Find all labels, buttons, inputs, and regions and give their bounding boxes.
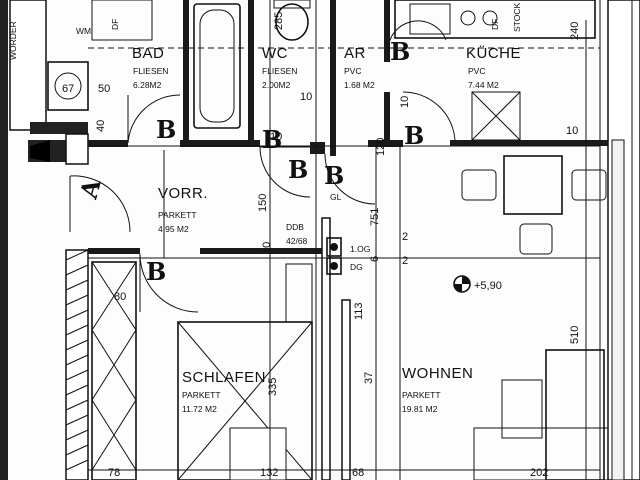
sofa <box>545 349 605 480</box>
wall-hatching <box>65 249 89 471</box>
dim-510: 510 <box>569 326 581 344</box>
bed <box>177 321 313 480</box>
kitchen-cabinet <box>471 91 521 141</box>
dim-78: 78 <box>108 467 120 479</box>
df-label-right: DF <box>490 19 500 30</box>
room-wohnen-floor: PARKETT <box>402 390 441 400</box>
room-wc-floor: FLIESEN <box>262 66 297 76</box>
misc-labels: GL DDB 42/68 1.OG DG +5,90 WORDER WM DF … <box>8 3 522 292</box>
dimension-labels: 67 50 40 10 10 10 10 10 150 240 510 80 1… <box>62 12 581 479</box>
door-mark-b-bad: B <box>156 115 176 144</box>
door-mark-b-gl: B <box>324 161 344 190</box>
room-wohnen-area: 19.81 M2 <box>402 404 438 414</box>
left-exterior-wall <box>0 0 8 480</box>
room-ar-area: 1.68 M2 <box>344 80 375 90</box>
dim-751: 751 <box>369 208 381 226</box>
room-vorr-name: VORR. <box>158 185 208 202</box>
dim-40: 40 <box>95 120 107 132</box>
room-vorr-floor: PARKETT <box>158 210 197 220</box>
door-mark-a-entry: A <box>74 176 107 203</box>
door-swings <box>69 20 456 313</box>
room-kueche-area: 7.44 M2 <box>468 80 499 90</box>
dim-10-e: 10 <box>261 242 273 254</box>
dim-10-c: 10 <box>399 96 411 108</box>
wardrobe <box>91 261 137 480</box>
dim-10-b: 10 <box>270 131 282 143</box>
dim-37: 37 <box>363 372 375 384</box>
elevation-label: +5,90 <box>474 280 502 292</box>
room-schlafen-name: SCHLAFEN <box>182 369 266 386</box>
dim-120: 120 <box>375 138 387 156</box>
dim-132: 132 <box>260 467 278 479</box>
bathtub <box>193 3 241 129</box>
room-schlafen-floor: PARKETT <box>182 390 221 400</box>
door-mark-b-ar: B <box>390 37 410 66</box>
shaft-label-1: DDB <box>286 222 304 232</box>
dim-2-a: 2 <box>402 231 408 243</box>
dim-2-b: 2 <box>402 255 408 267</box>
door-mark-b-vorr: B <box>288 155 308 184</box>
dim-240: 240 <box>569 22 581 40</box>
dim-202: 202 <box>530 467 548 479</box>
door-mark-b-wc: B <box>262 125 282 154</box>
room-schlafen-area: 11.72 M2 <box>182 404 217 414</box>
dim-113: 113 <box>353 302 365 320</box>
dim-335: 335 <box>267 378 279 396</box>
shaft-label-2: 42/68 <box>286 236 308 246</box>
dim-68: 68 <box>352 467 364 479</box>
vent-og-label: 1.OG <box>350 244 370 254</box>
gl-label: GL <box>330 192 342 202</box>
room-bad-area: 6.28M2 <box>133 80 162 90</box>
dim-50: 50 <box>98 83 110 95</box>
room-bad-floor: FLIESEN <box>133 66 168 76</box>
dim-80: 80 <box>114 291 126 303</box>
room-bad-name: BAD <box>132 45 164 62</box>
dim-6: 6 <box>369 256 381 262</box>
room-kueche-floor: PVC <box>468 66 485 76</box>
door-mark-b-kueche: B <box>404 121 424 150</box>
room-ar-floor: PVC <box>344 66 361 76</box>
room-kueche-name: KÜCHE <box>466 44 521 62</box>
dim-67: 67 <box>62 83 74 95</box>
stock-label: STOCK <box>512 3 522 32</box>
sidebar-text: WORDER <box>8 21 18 60</box>
coffee-table <box>501 379 543 439</box>
room-wc-area: 2.00M2 <box>262 80 291 90</box>
vent-dg-label: DG <box>350 262 363 272</box>
dim-285: 285 <box>273 12 285 30</box>
wm-label: WM <box>76 26 91 36</box>
dim-10-d: 10 <box>566 125 578 137</box>
dim-10-a: 10 <box>300 91 312 103</box>
fixtures <box>47 0 609 480</box>
dimension-lines <box>88 0 600 480</box>
dining-table <box>503 155 563 215</box>
room-wohnen-name: WOHNEN <box>402 365 473 382</box>
df-label-left: DF <box>110 19 120 30</box>
room-wc-name: WC <box>262 45 288 62</box>
door-mark-b-schlafen: B <box>146 257 166 286</box>
dim-150: 150 <box>257 194 269 212</box>
room-vorr-area: 4.95 M2 <box>158 224 189 234</box>
room-labels: BAD FLIESEN 6.28M2 WC FLIESEN 2.00M2 AR … <box>132 44 521 414</box>
washing-machine <box>47 61 89 111</box>
toilet <box>275 3 309 41</box>
kitchen-counter <box>394 0 596 39</box>
room-ar-name: AR <box>344 45 366 62</box>
vent-og <box>326 237 342 257</box>
